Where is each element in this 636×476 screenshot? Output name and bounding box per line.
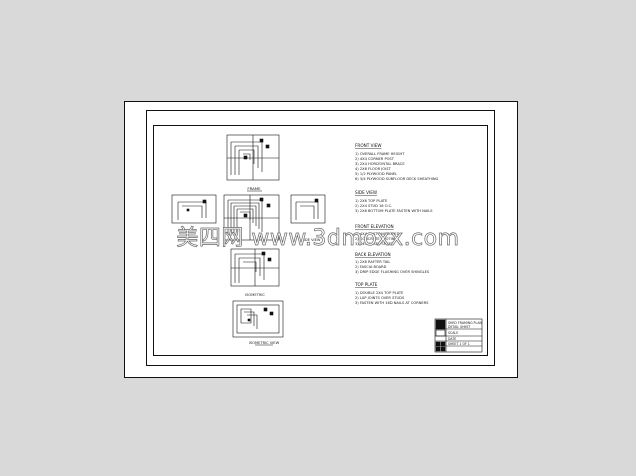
note-line: 1) 2X6 RAFTER TAIL — [355, 260, 390, 264]
bottom-view — [230, 248, 280, 287]
note-line: 1) OVERALL FRAME HEIGHT — [355, 152, 405, 156]
bottom-view-label: ISOMETRIC — [245, 293, 265, 297]
note-heading-4: BACK ELEVATION — [355, 252, 391, 257]
front-view — [223, 194, 280, 241]
note-line: 3) 2X4 HORIZONTAL BRACE — [355, 162, 405, 166]
title-block — [434, 318, 483, 353]
isometric-view-label: ISOMETRIC VIEW — [249, 341, 280, 345]
top-view — [226, 134, 280, 181]
title-row: SHEET 1 OF 1 — [448, 342, 470, 346]
note-line: 1) DOUBLE 2X4 TOP PLATE — [355, 291, 404, 295]
note-heading-5: TOP PLATE — [354, 282, 378, 287]
drawing-border-inner — [153, 125, 488, 356]
note-heading-1: FRONT VIEW — [355, 143, 382, 148]
note-line: 1) 4X4 POST ANCHORED — [355, 232, 400, 236]
left-view — [171, 194, 217, 224]
note-line: 3) FASTEN WITH 16D NAILS AT CORNERS — [355, 301, 429, 305]
note-line: 3) DRIP EDGE FLASHING OVER SHINGLES — [355, 270, 430, 274]
note-line: 6) 3/4 PLYWOOD SUBFLOOR DECK SHEATHING — [355, 177, 439, 181]
note-line: 4) 2X6 FLOOR JOIST — [355, 167, 391, 171]
note-heading-3: FRONT ELEVATION — [355, 224, 394, 229]
note-line: 2) CONCRETE FOOTING — [355, 237, 397, 241]
note-heading-2: SIDE VIEW — [355, 190, 377, 195]
note-line: 2) FASCIA BOARD — [355, 265, 387, 269]
note-line: 2) 4X4 CORNER POST — [355, 157, 395, 161]
right-view-label: SIDE VIEW — [302, 238, 321, 242]
title-row: SHED FRAMING PLAN — [448, 321, 483, 325]
title-block-text: SHED FRAMING PLAN DETAIL SHEET SCALE DAT… — [448, 321, 483, 346]
title-row: DATE — [448, 337, 456, 341]
watermark-text: 美四网 www.3dmoxx.com — [176, 226, 459, 251]
note-line: 2) 2X4 STUD 16 O.C. — [355, 204, 392, 208]
note-line: 2) LAP JOINTS OVER STUDS — [355, 296, 405, 300]
right-view — [290, 194, 326, 224]
note-line: 3) 2X6 BOTTOM PLATE FASTEN WITH NAILS — [355, 209, 433, 213]
note-line: 1) 2X6 TOP PLATE — [355, 199, 388, 203]
note-line: 5) 1/2 PLYWOOD PANEL — [355, 172, 397, 176]
top-view-label: FRAME — [247, 186, 261, 191]
isometric-view — [232, 300, 284, 338]
notes-block: FRONT VIEW 1) OVERALL FRAME HEIGHT 2) 4X… — [354, 143, 439, 305]
title-row: SCALE — [448, 331, 458, 335]
note-line: 3) DETAIL SEE SHEET — [355, 242, 394, 246]
title-row: DETAIL SHEET — [448, 325, 471, 329]
drawing-border-outer — [146, 110, 495, 366]
